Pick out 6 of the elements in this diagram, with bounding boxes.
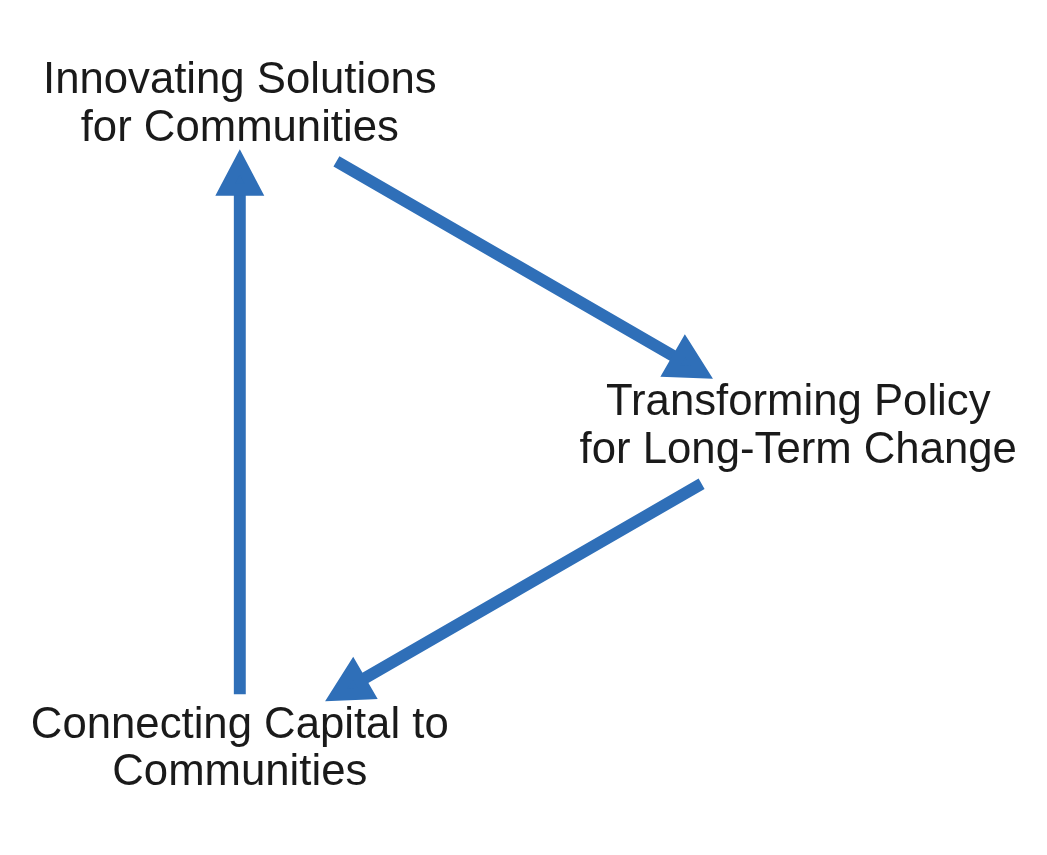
node-text: Innovating Solutions for Communities: [43, 52, 437, 150]
node-text: Connecting Capital to Communities: [30, 697, 449, 794]
arrow: [333, 155, 713, 379]
arrow: [215, 148, 265, 694]
arrow: [325, 478, 705, 701]
node-text: Transforming Policy for Long-Term Change: [579, 374, 1017, 472]
